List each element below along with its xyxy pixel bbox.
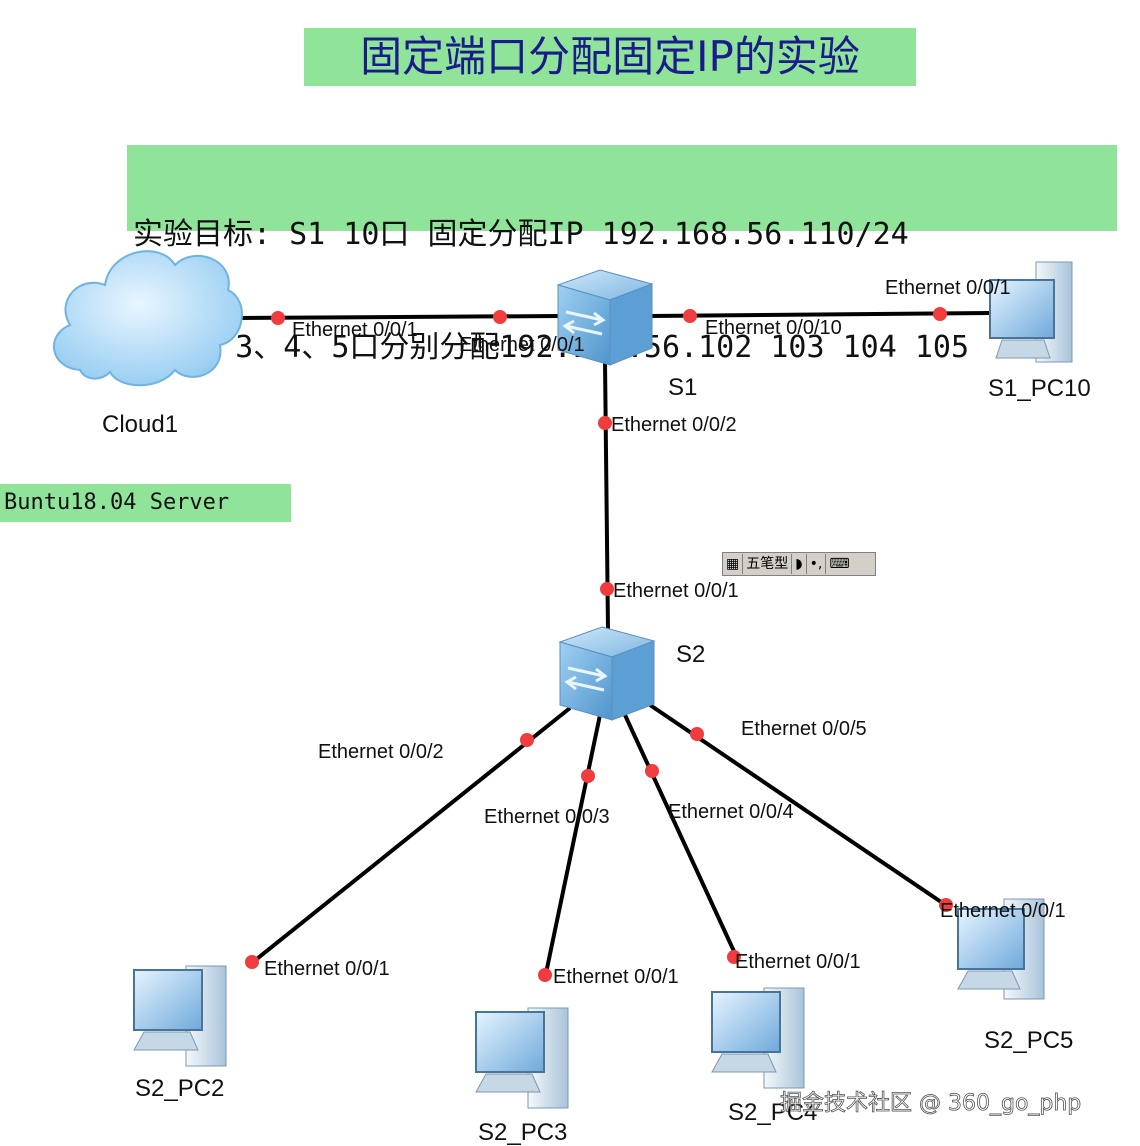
node-label-s1: S1 [668, 374, 697, 401]
ime-keyboard-icon[interactable]: ⌨ [829, 556, 850, 572]
node-label-s2-pc2: S2_PC2 [135, 1075, 224, 1102]
ime-mode-label[interactable]: 五笔型 [743, 554, 793, 574]
experiment-goal: 实验目标: S1 10口 固定分配IP 192.168.56.110/24 S2… [127, 145, 1117, 365]
pc-s2-pc3-icon[interactable] [475, 1007, 569, 1109]
port-label-s2-eth5: Ethernet 0/0/5 [741, 718, 867, 740]
cloud-icon[interactable] [53, 250, 243, 387]
pc-s2-pc5-icon[interactable] [957, 898, 1045, 1000]
port-dots [245, 307, 953, 982]
port-dot-pc5 [939, 898, 953, 912]
diagram-title: 固定端口分配固定IP的实验 [304, 28, 916, 86]
port-label-s2-eth1: Ethernet 0/0/1 [613, 580, 739, 602]
port-dot-s1-eth10 [683, 309, 697, 323]
ime-halfwidth-icon[interactable]: ◗ [792, 554, 807, 574]
port-label-cloud1: Ethernet 0/0/1 [292, 319, 418, 341]
port-label-pc2: Ethernet 0/0/1 [264, 958, 390, 980]
port-dot-s2-eth3 [581, 769, 595, 783]
node-label-s2-pc4: S2_PC4 [728, 1099, 817, 1126]
port-dot-pc2 [245, 955, 259, 969]
node-label-s2: S2 [676, 641, 705, 668]
link-s2-pc4 [623, 714, 740, 961]
switch-s1-icon[interactable] [556, 269, 654, 366]
ime-logo-icon[interactable]: ▦ [723, 554, 744, 574]
link-s2-pc2 [246, 706, 572, 968]
port-dot-pc10 [933, 307, 947, 321]
port-label-s1-eth10: Ethernet 0/0/10 [705, 317, 842, 339]
node-label-s2-pc5: S2_PC5 [984, 1027, 1073, 1054]
pc-s2-pc2-icon[interactable] [133, 965, 227, 1067]
port-dot-s1-eth1 [493, 310, 507, 324]
port-dot-cloud1 [271, 311, 285, 325]
port-dot-s1-eth2 [598, 416, 612, 430]
port-label-s2-eth4: Ethernet 0/0/4 [668, 801, 794, 823]
port-label-pc5: Ethernet 0/0/1 [940, 900, 1066, 922]
port-dot-s2-eth1 [600, 582, 614, 596]
port-dot-pc4 [727, 950, 741, 964]
port-dot-s2-eth4 [645, 764, 659, 778]
node-label-s1-pc10: S1_PC10 [988, 375, 1091, 402]
goal-line-1: 实验目标: S1 10口 固定分配IP 192.168.56.110/24 [133, 217, 909, 252]
port-label-s2-eth3: Ethernet 0/0/3 [484, 806, 610, 828]
port-label-pc10: Ethernet 0/0/1 [885, 277, 1011, 299]
port-dot-s2-eth5 [690, 727, 704, 741]
port-label-pc3: Ethernet 0/0/1 [553, 966, 679, 988]
port-label-pc4: Ethernet 0/0/1 [735, 951, 861, 973]
pc-s1-pc10-icon[interactable] [989, 261, 1073, 363]
switch-s2-icon[interactable] [558, 626, 656, 721]
link-s2-pc3 [543, 714, 602, 979]
port-dot-pc3 [538, 968, 552, 982]
pc-s2-pc4-icon[interactable] [711, 987, 805, 1089]
ime-toolbar[interactable]: ▦ 五笔型 ◗ •, ⌨ [722, 552, 876, 576]
node-label-cloud1: Cloud1 [102, 411, 178, 438]
ime-punct-icon[interactable]: •, [807, 554, 827, 574]
node-label-s2-pc3: S2_PC3 [478, 1119, 567, 1146]
watermark: 掘金技术社区 @ 360_go_php [780, 1091, 1081, 1116]
server-note: Buntu18.04 Server [0, 484, 291, 522]
port-label-s1-eth1: Ethernet 0/0/1 [459, 334, 585, 356]
port-label-s2-eth2: Ethernet 0/0/2 [318, 741, 444, 763]
port-label-s1-eth2: Ethernet 0/0/2 [611, 414, 737, 436]
port-dot-s2-eth2 [520, 733, 534, 747]
